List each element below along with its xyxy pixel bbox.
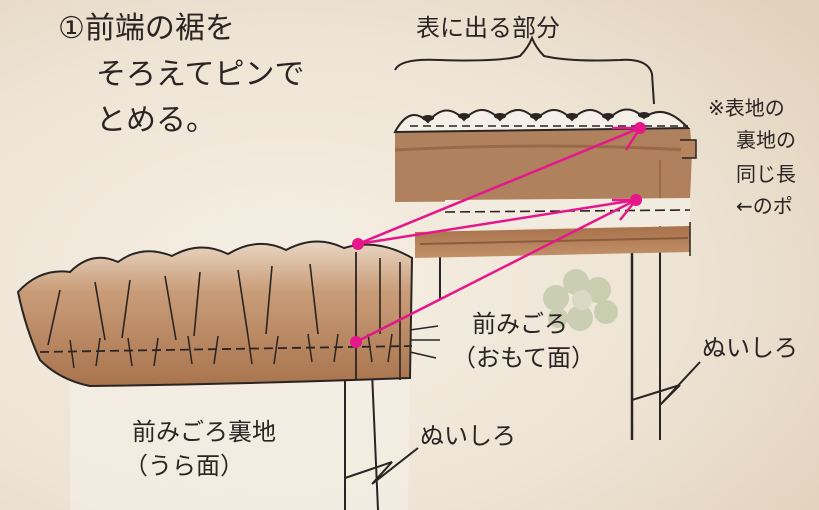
seam-allowance-label-bottom: ぬいしろ (420, 422, 516, 450)
alignment-lines (355, 126, 641, 344)
brace (394, 35, 655, 105)
pin-dot-lace (634, 122, 646, 134)
front-bodice-outer (393, 108, 701, 440)
note-line-4: ←のポ (736, 194, 793, 218)
note-line-2: 裏地の (736, 128, 796, 152)
note-line-3: 同じ長 (736, 162, 796, 186)
step-line-1: ①前端の裾を (58, 11, 235, 46)
note-line-1: ※表地の (708, 96, 785, 120)
lining-label-2: （うら面） (124, 452, 244, 480)
seam-allowance-label-right: ぬいしろ (702, 334, 798, 362)
pin-dot-band (630, 194, 642, 206)
flower-motif (543, 269, 618, 331)
pin-dot-ruffle-top (352, 238, 364, 250)
visible-part-label: 表に出る部分 (416, 14, 560, 42)
outer-top-band (395, 128, 692, 202)
front-outer-label-1: 前みごろ (472, 310, 568, 338)
pin-dot-ruffle-bottom (350, 336, 362, 348)
lining-piece (16, 240, 440, 510)
lining-label-1: 前みごろ裏地 (132, 418, 276, 446)
front-outer-label-2: （おもて面） (452, 344, 596, 372)
pin-dots (350, 122, 646, 348)
seam-allowance-mark-bottom (344, 447, 419, 485)
step-line-2: そろえてピンで (96, 57, 305, 92)
seam-allowance-mark-right (631, 361, 701, 406)
step-line-3: とめる。 (96, 103, 216, 138)
